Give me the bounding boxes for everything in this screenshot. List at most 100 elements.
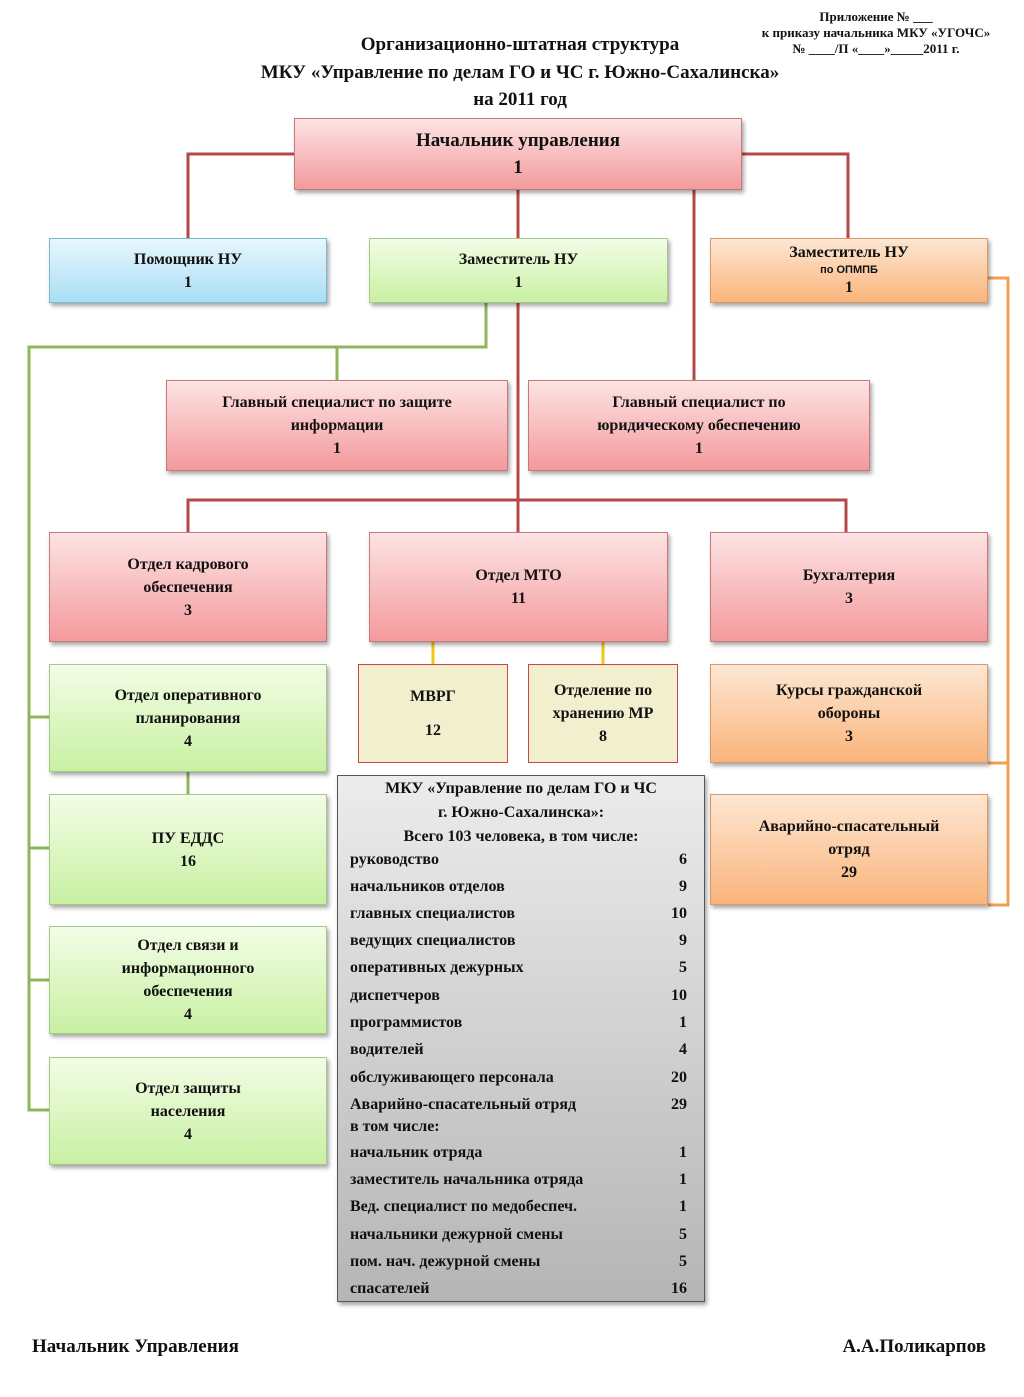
summary-row-value: 16 (671, 1280, 687, 1297)
box-assistant-name: Помощник НУ (133, 250, 243, 268)
box-edds-count: 16 (180, 852, 196, 870)
box-chief: Начальник управления 1 (294, 118, 742, 190)
annex-line-3: № ____/П «____»_____2011 г. (792, 41, 960, 56)
summary-row-label: ведущих специалистов (350, 932, 516, 949)
box-deputy-opmpb-count: 1 (845, 279, 853, 296)
box-spec-legal-count: 1 (695, 440, 703, 457)
box-accounting: Бухгалтерия 3 (710, 532, 988, 642)
title-line-3: на 2011 год (473, 89, 567, 110)
box-comm-line1: Отдел связи и (137, 937, 239, 954)
box-comm-line3: обеспечения (143, 983, 233, 1000)
box-courses-line1: Курсы гражданской (775, 682, 923, 699)
line-departments-bus (186, 498, 848, 532)
box-mto-name: Отдел МТО (475, 567, 562, 584)
box-storage: Отделение по хранению МР 8 (528, 664, 678, 763)
summary-head-3: Всего 103 человека, в том числе: (403, 828, 639, 845)
summary-row-value: 1 (679, 1144, 687, 1161)
summary-row-value: 20 (671, 1069, 687, 1086)
summary-row-value: 1 (679, 1198, 687, 1215)
box-deputy-opmpb-sub: по ОПМПБ (820, 264, 878, 276)
box-deputy-opmpb: Заместитель НУ по ОПМПБ 1 (710, 238, 988, 303)
box-mto-count: 11 (510, 590, 527, 607)
summary-row-label: пом. нач. дежурной смены (350, 1253, 541, 1270)
box-edds: ПУ ЕДДС 16 (49, 794, 327, 905)
box-chief-name: Начальник управления (416, 130, 620, 151)
annex-note: Приложение № ___ к приказу начальника МК… (740, 9, 1012, 57)
summary-row-label: заместитель начальника отряда (350, 1171, 584, 1188)
box-spec-legal: Главный специалист по юридическому обесп… (528, 380, 870, 471)
box-assistant: Помощник НУ 1 (49, 238, 327, 303)
summary-row-value: 5 (679, 1253, 687, 1270)
box-deputy-name: Заместитель НУ (458, 250, 579, 268)
summary-row-label: оперативных дежурных (350, 959, 524, 976)
box-mvrg: МВРГ 12 (358, 664, 508, 763)
annex-line-1: Приложение № ___ (819, 9, 933, 24)
summary-row-label: программистов (350, 1014, 463, 1031)
line-opmpb-orange (988, 276, 1010, 907)
footer-signatory: А.А.Поликарпов (842, 1336, 986, 1357)
summary-row-value: 1 (679, 1014, 687, 1031)
annex-line-2: к приказу начальника МКУ «УГОЧС» (761, 25, 991, 40)
summary-row-label: водителей (350, 1041, 424, 1058)
box-comm-line2: информационного (121, 960, 255, 977)
summary-row-value: 4 (679, 1041, 687, 1058)
box-chief-count: 1 (513, 157, 523, 178)
summary-row-value: 6 (679, 851, 687, 868)
title-line-1: Организационно-штатная структура (360, 34, 680, 55)
box-planning: Отдел оперативного планирования 4 (49, 664, 327, 772)
box-mvrg-count: 12 (425, 721, 441, 739)
summary-row-label: начальников отделов (350, 878, 505, 895)
line-chief-assistant (186, 152, 294, 238)
title-line-2: МКУ «Управление по делам ГО и ЧС г. Южно… (260, 62, 780, 83)
summary-row-value: 5 (679, 1226, 687, 1243)
summary-row-value: 10 (671, 987, 687, 1004)
summary-head-2: г. Южно-Сахалинска»: (437, 804, 605, 821)
box-spec-info-count: 1 (333, 440, 341, 457)
box-spec-legal-line2: юридическому обеспечению (597, 417, 801, 434)
summary-row-value: 9 (679, 932, 687, 949)
box-spec-info: Главный специалист по защите информации … (166, 380, 508, 471)
summary-row-label: Вед. специалист по медобеспеч. (350, 1198, 578, 1215)
box-spec-info-line2: информации (290, 417, 384, 434)
box-spec-info-line1: Главный специалист по защите (222, 394, 452, 411)
box-accounting-name: Бухгалтерия (802, 567, 896, 584)
box-deputy-opmpb-name: Заместитель НУ (789, 244, 909, 261)
summary-row-label: руководство (350, 851, 439, 868)
box-planning-line2: планирования (135, 709, 241, 727)
summary-row-value: 1 (679, 1171, 687, 1188)
box-planning-count: 4 (184, 732, 192, 750)
summary-row-value: 29 (671, 1096, 687, 1113)
summary-row-value: 9 (679, 878, 687, 895)
box-deputy: Заместитель НУ 1 (369, 238, 668, 303)
box-rescue: Аварийно-спасательный отряд 29 (710, 794, 988, 905)
box-rescue-line2: отряд (828, 841, 870, 858)
summary-row-label: в том числе: (350, 1118, 440, 1135)
summary-row-label: диспетчеров (350, 987, 440, 1004)
box-storage-count: 8 (599, 728, 607, 745)
line-chief-opmpb (742, 152, 850, 238)
box-comm-count: 4 (184, 1006, 192, 1023)
box-deputy-count: 1 (514, 273, 523, 291)
summary-head-1: МКУ «Управление по делам ГО и ЧС (385, 780, 657, 797)
box-hr: Отдел кадрового обеспечения 3 (49, 532, 327, 642)
box-hr-line2: обеспечения (143, 578, 233, 596)
summary-row-label: обслуживающего персонала (350, 1069, 554, 1086)
box-protection-line2: населения (150, 1102, 226, 1120)
box-mto: Отдел МТО 11 (369, 532, 668, 642)
box-hr-count: 3 (184, 601, 192, 619)
box-storage-line2: хранению МР (552, 705, 654, 722)
summary-row-label: начальники дежурной смены (350, 1226, 563, 1243)
box-courses-line2: обороны (817, 705, 881, 722)
summary-row-label: главных специалистов (350, 905, 515, 922)
box-spec-legal-line1: Главный специалист по (612, 394, 786, 411)
line-deputy-green (27, 303, 488, 1112)
box-protection-line1: Отдел защиты (135, 1079, 241, 1097)
summary-row-label: Аварийно-спасательный отряд (350, 1096, 577, 1113)
box-assistant-count: 1 (184, 273, 192, 291)
box-protection-count: 4 (184, 1125, 192, 1143)
footer-position: Начальник Управления (32, 1336, 239, 1357)
box-accounting-count: 3 (845, 590, 853, 607)
staff-summary-panel: МКУ «Управление по делам ГО и ЧС г. Южно… (337, 775, 705, 1302)
box-courses: Курсы гражданской обороны 3 (710, 664, 988, 763)
